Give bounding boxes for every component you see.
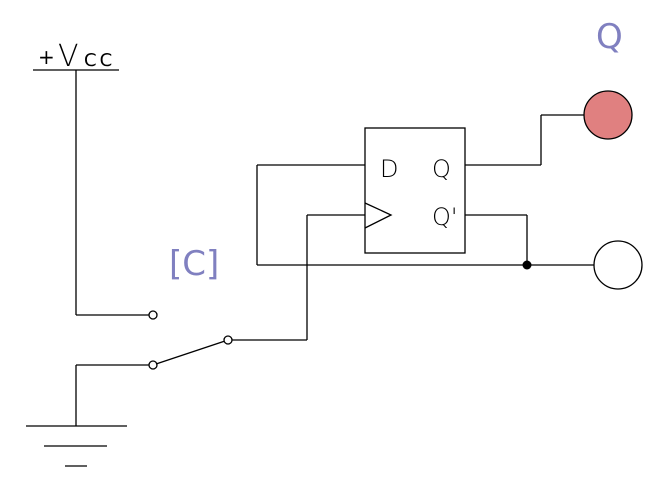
vcc-v-letter: V — [58, 39, 79, 74]
q-output-lamp — [583, 90, 633, 140]
vcc-plus-sign: + — [38, 45, 55, 69]
switch-lever[interactable] — [155, 340, 226, 365]
switch-label: [C] — [169, 244, 219, 284]
pin-d-label: D — [380, 155, 398, 183]
q-output-label: Q — [596, 17, 623, 57]
vcc-supply: + V CC — [33, 39, 158, 320]
switch-pivot[interactable] — [148, 360, 158, 370]
q-prime-feedback-path — [256, 164, 643, 290]
q-output-path — [465, 90, 633, 166]
pin-q-prime-label: Q' — [432, 203, 458, 231]
clock-switch[interactable] — [148, 214, 365, 370]
q-prime-output-lamp — [593, 240, 643, 290]
junction-dot — [522, 260, 532, 270]
pin-q-label: Q — [432, 155, 451, 183]
switch-output-contact[interactable] — [223, 335, 233, 345]
flip-flop-body — [364, 127, 466, 254]
clock-triangle — [364, 202, 393, 229]
ground-symbol — [26, 364, 149, 467]
vcc-cc-letters: CC — [84, 50, 115, 71]
d-flip-flop: D Q Q' — [364, 127, 466, 254]
switch-upper-contact[interactable] — [148, 310, 158, 320]
